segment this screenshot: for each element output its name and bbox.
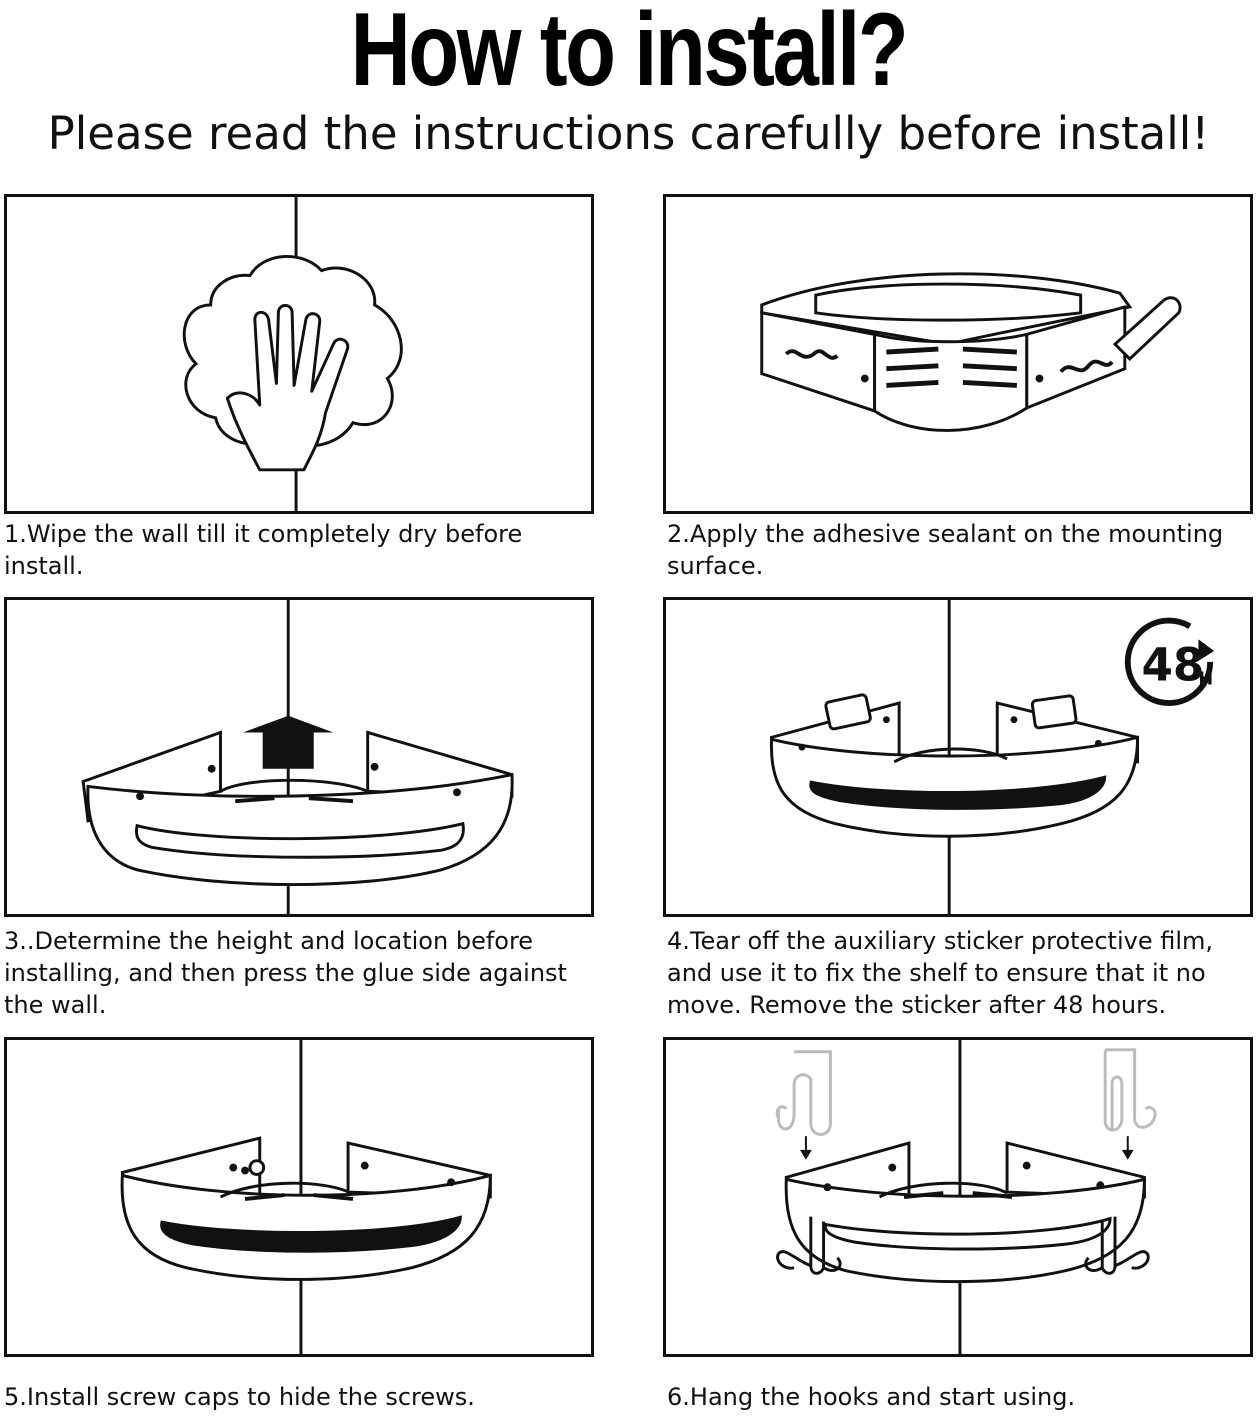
shelf-adhesive-icon [760, 272, 1182, 432]
step-2-panel [663, 194, 1253, 514]
step-4-panel: 48 H [663, 597, 1253, 917]
page-title: How to install? [350, 0, 909, 108]
step-5-caption: 5.Install screw caps to hide the screws. [4, 1383, 475, 1411]
step-3-panel [4, 597, 594, 917]
shelf-press-up-icon [81, 600, 514, 914]
step-2-caption: 2.Apply the adhesive sealant on the moun… [667, 520, 1224, 580]
shelf-sticker-icon: 48 H [769, 600, 1215, 914]
step-5-panel [4, 1037, 594, 1357]
shelf-screw-caps-icon [120, 1040, 492, 1354]
step-1-caption: 1.Wipe the wall till it completely dry b… [4, 520, 523, 580]
step-4-caption: 4.Tear off the auxiliary sticker protect… [667, 927, 1214, 1019]
badge-unit: H [1198, 669, 1213, 689]
step-3-caption: 3..Determine the height and location bef… [4, 927, 567, 1019]
step-1-panel [4, 194, 594, 514]
badge-number: 48 [1141, 638, 1204, 691]
step-6-caption: 6.Hang the hooks and start using. [667, 1383, 1076, 1411]
shelf-hooks-icon [775, 1040, 1157, 1354]
hand-wiping-icon [182, 197, 403, 511]
page-subtitle: Please read the instructions carefully b… [47, 107, 1210, 160]
step-6-panel [663, 1037, 1253, 1357]
